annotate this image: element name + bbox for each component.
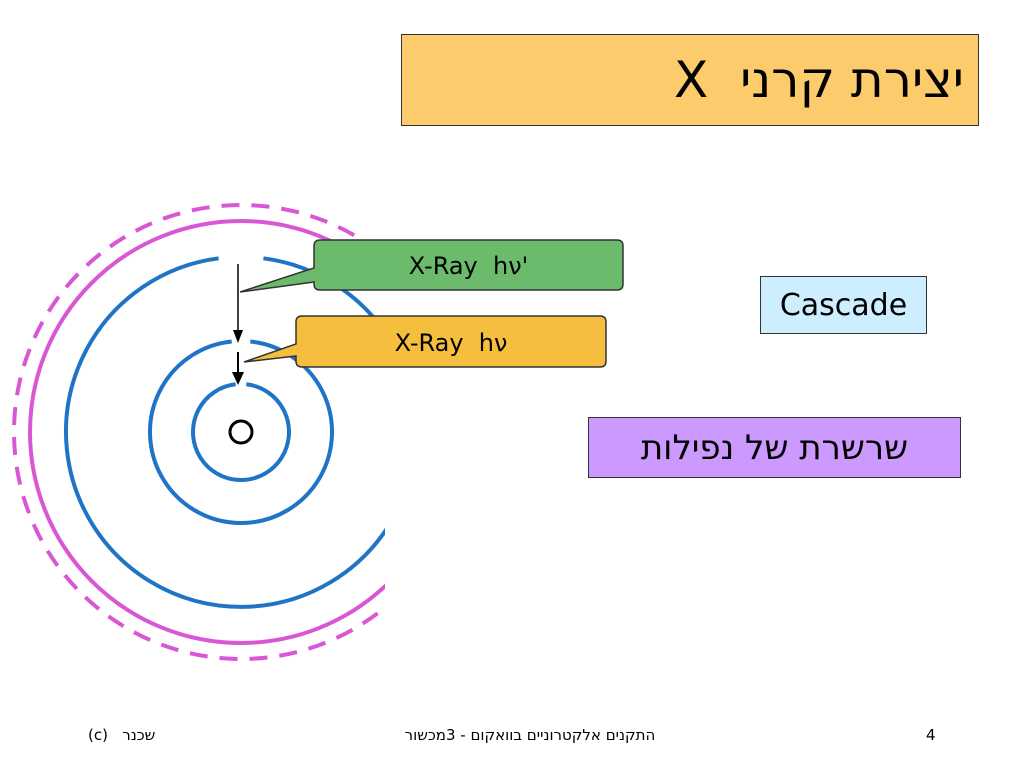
slide-title: יצירת קרני X [674,51,964,109]
hebrew-cascade-label: שרשרת של נפילות [640,427,909,468]
callout-xray-shape [243,315,607,368]
orbit-magenta-solid [28,219,385,645]
callout-xray-label: X-Ray hν [394,329,508,357]
orbit-middle [148,339,334,526]
title-box: יצירת קרני X [401,34,979,126]
orbit-inner [191,382,291,482]
hebrew-cascade-box: שרשרת של נפילות [588,417,961,478]
transition-arrow-upper [233,264,243,343]
cascade-label: Cascade [779,287,908,323]
callout-xray-prime-label: X-Ray hν' [408,252,529,280]
nucleus [228,419,254,445]
footer-author: (c) שכנר [88,726,156,744]
cascade-box: Cascade [760,276,927,334]
footer-course-title: התקנים אלקטרוניים בוואקום - 3מכשור [404,726,656,744]
footer-page-number: 4 [926,726,936,744]
callout-xray-prime-shape [239,239,624,293]
orbit-group [12,203,385,661]
transition-arrow-lower [232,352,244,385]
orbit-outer-blue [64,256,385,609]
